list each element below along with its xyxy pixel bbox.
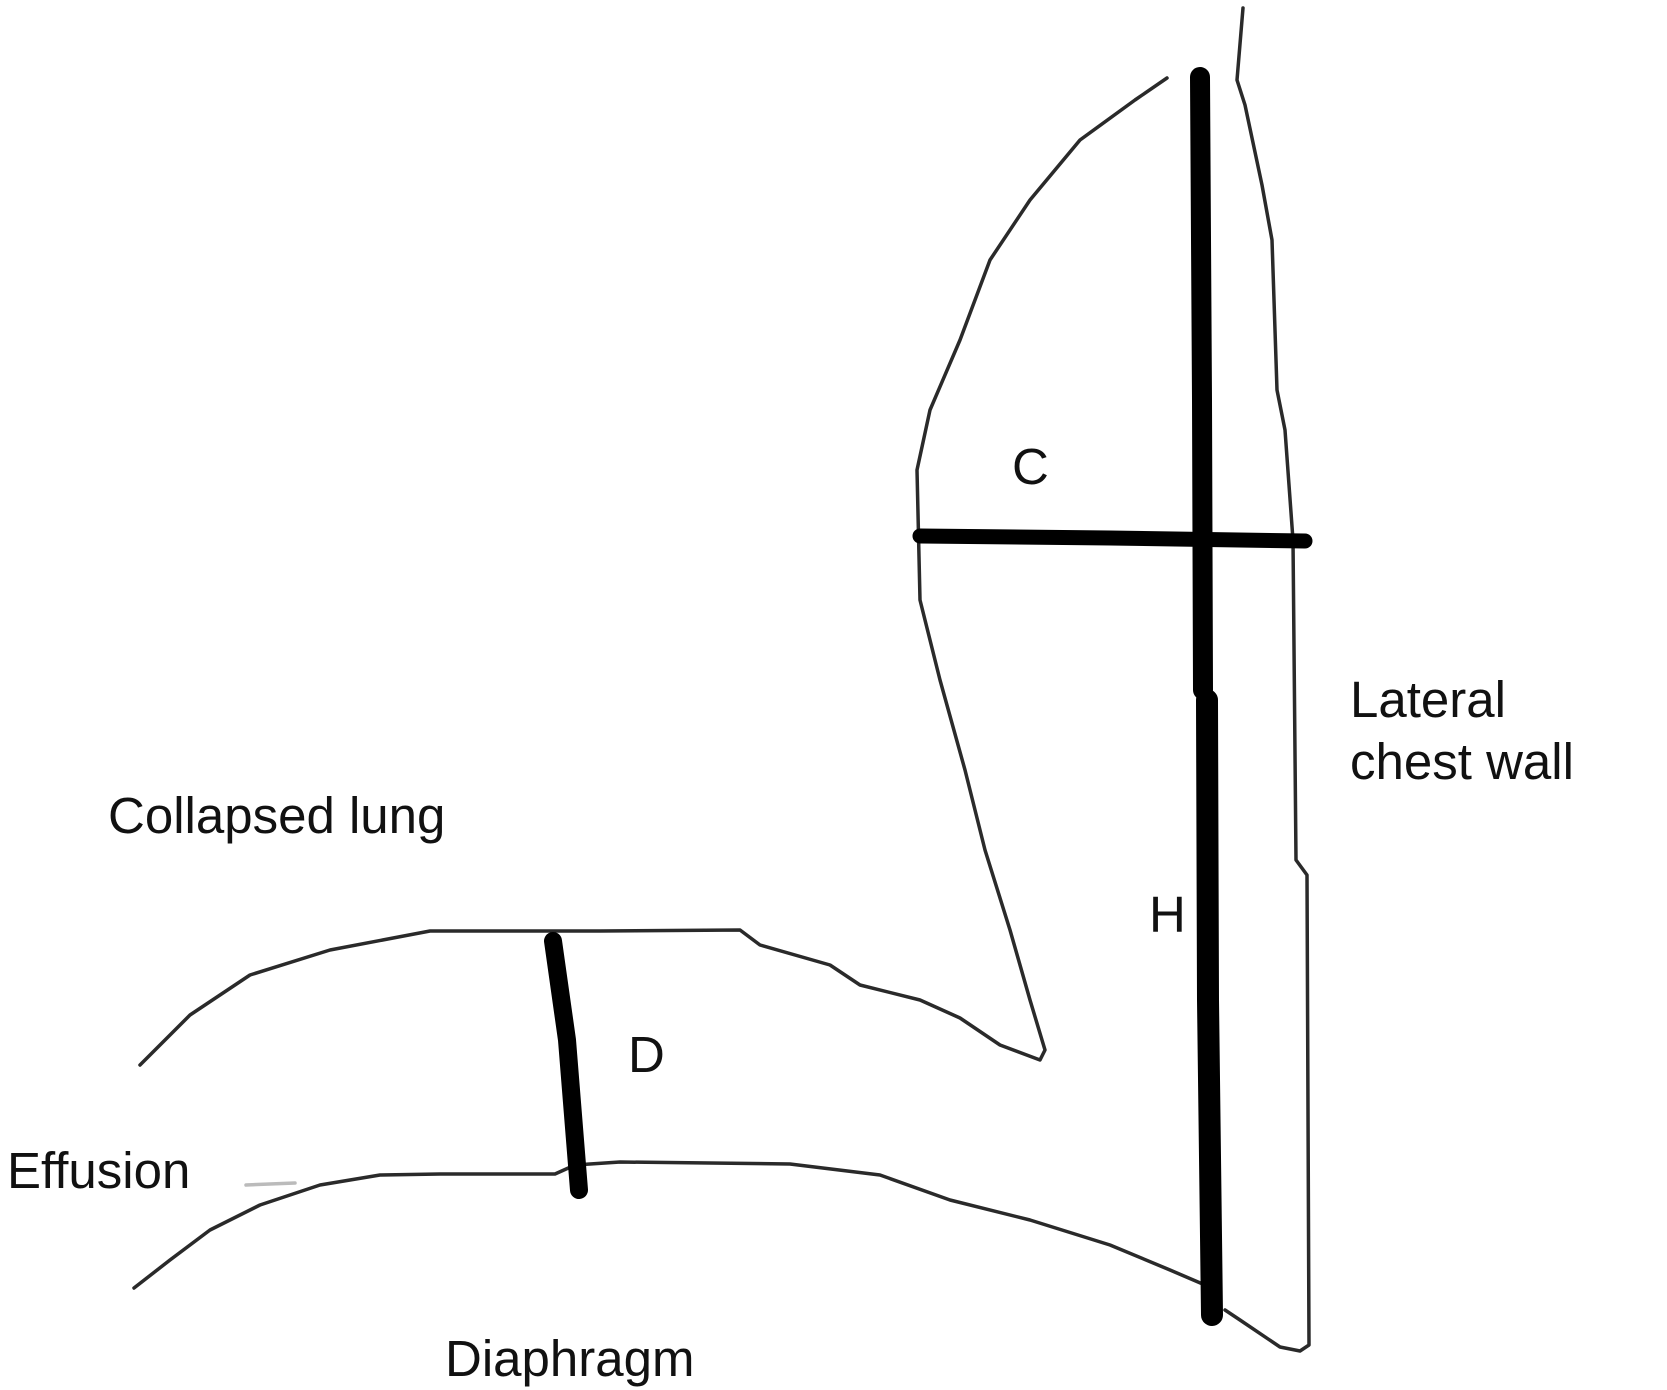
diaphragm-outline <box>132 1160 1207 1290</box>
label-d: D <box>628 1026 665 1083</box>
label-c: C <box>1012 438 1049 495</box>
c-measure-line <box>912 528 1313 549</box>
label-h: H <box>1149 886 1186 943</box>
h-measure-line <box>1190 67 1213 700</box>
label-lateral-chest-wall: Lateral chest wall <box>1350 669 1574 793</box>
label-diaphragm: Diaphragm <box>445 1330 695 1387</box>
diaphragm-edge-mark <box>244 1181 297 1187</box>
label-lateral-line1: Lateral <box>1350 671 1506 728</box>
h-measure-line-lower <box>1196 689 1223 1326</box>
label-effusion: Effusion <box>7 1142 191 1199</box>
d-measure-line <box>544 932 588 1199</box>
chest-wall-outline <box>1223 6 1311 1353</box>
collapsed-lung-outline <box>138 76 1169 1067</box>
label-collapsed-lung: Collapsed lung <box>108 787 446 844</box>
label-lateral-line2: chest wall <box>1350 733 1574 791</box>
